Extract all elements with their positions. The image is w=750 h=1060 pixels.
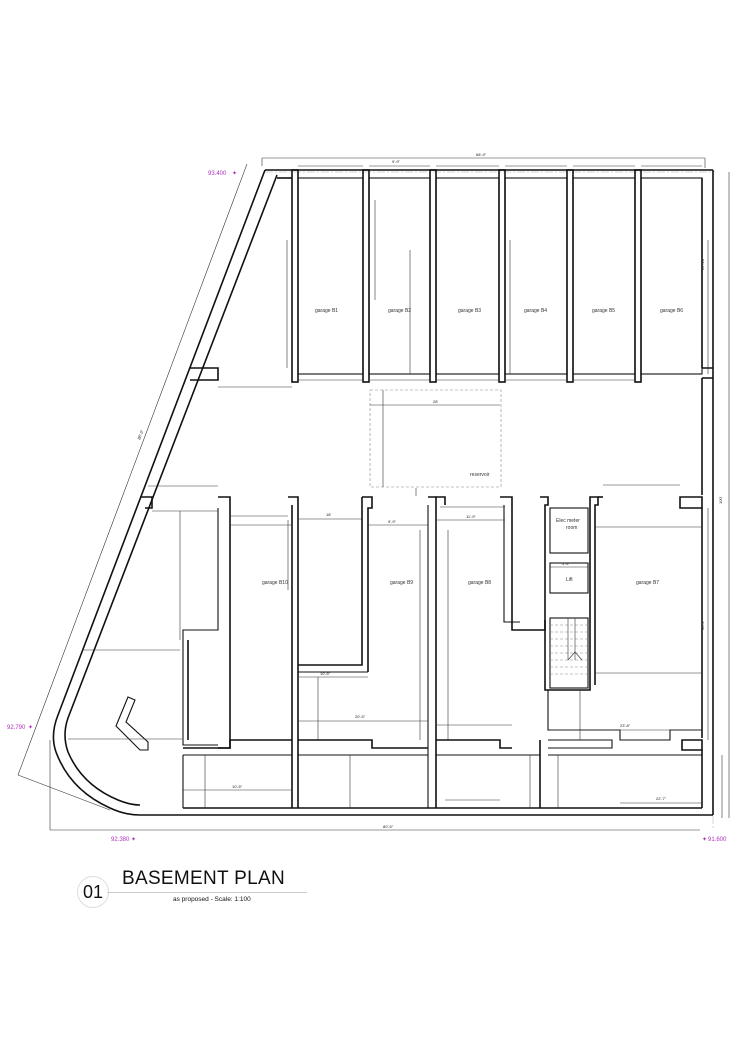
label-garage-b2: garage B2: [388, 308, 411, 314]
label-garage-b5: garage B5: [592, 308, 615, 314]
lower-garages: garage B10 18' garage B9 9'-9" 10'-5" 20…: [82, 484, 723, 818]
dim-right-mid: 30'-2": [700, 619, 705, 630]
dim-overall-bottom: 80'-5": [383, 824, 394, 829]
title-block: 01 BASEMENT PLAN as proposed - Scale: 1:…: [77, 868, 337, 918]
dim-bay-b9: 9'-9": [388, 519, 397, 524]
label-elec-meter-room: Elec meter: [556, 518, 580, 524]
drawing-title: BASEMENT PLAN: [122, 868, 285, 889]
label-garage-b10: garage B10: [262, 580, 288, 586]
label-reservoir: reservoir: [470, 472, 490, 478]
dim-b7-bottom: 22'-7": [656, 796, 667, 801]
dim-corridor: 18': [326, 512, 331, 517]
level-top-left: 93.400: [208, 171, 227, 177]
reservoir: 28' reservoir: [369, 389, 502, 496]
dim-diagonal: 86'-3": [136, 429, 145, 441]
dim-b9-inner: 10'-5": [320, 671, 331, 676]
level-bottom-left: 92.380: [111, 837, 130, 843]
dim-lift-width: 5'-4": [562, 561, 571, 566]
level-marker-icon: ✦: [702, 836, 707, 843]
dim-b7-lower: 23'-8": [620, 723, 631, 728]
level-markers: 93.400 ✦ 92.790 ✦ 92.380 ✦ ✦ 91.600: [7, 170, 727, 843]
label-garage-b8: garage B8: [468, 580, 491, 586]
drawing-number: 01: [77, 876, 109, 908]
level-left: 92.790: [7, 725, 26, 731]
dim-bay-b2: 9'-9": [392, 159, 401, 164]
level-marker-icon: ✦: [28, 724, 33, 731]
title-underline: [107, 892, 307, 893]
dim-b9-lower: 20'-5": [355, 714, 366, 719]
label-garage-b1: garage B1: [315, 308, 338, 314]
label-elec-meter-room-2: room: [566, 525, 577, 531]
stair: [549, 617, 589, 689]
drawing-subtitle: as proposed - Scale: 1:100: [173, 896, 251, 903]
level-bottom-right: 91.600: [708, 837, 727, 843]
dim-right-upper: 22'-10": [700, 257, 705, 270]
bent-element: [115, 696, 149, 751]
outer-walls: [52, 169, 714, 816]
label-garage-b6: garage B6: [660, 308, 683, 314]
dim-b10-lower: 10'-5": [232, 784, 243, 789]
label-garage-b9: garage B9: [390, 580, 413, 586]
label-garage-b7: garage B7: [636, 580, 659, 586]
dim-overall-right: 100': [718, 496, 723, 504]
dim-overall-top: 68'-9": [476, 152, 487, 157]
top-garages: garage B1 garage B2 garage B3 garage B4 …: [190, 159, 713, 388]
level-marker-icon: ✦: [131, 836, 136, 843]
dim-reservoir-width: 28': [433, 399, 438, 404]
overall-dimensions: 68'-9" 80'-5" 100' 86'-3": [17, 152, 730, 831]
label-garage-b3: garage B3: [458, 308, 481, 314]
dim-bay-b8: 11'-9": [466, 514, 476, 519]
level-marker-icon: ✦: [232, 170, 237, 177]
label-lift: Lift: [566, 577, 573, 583]
label-garage-b4: garage B4: [524, 308, 547, 314]
